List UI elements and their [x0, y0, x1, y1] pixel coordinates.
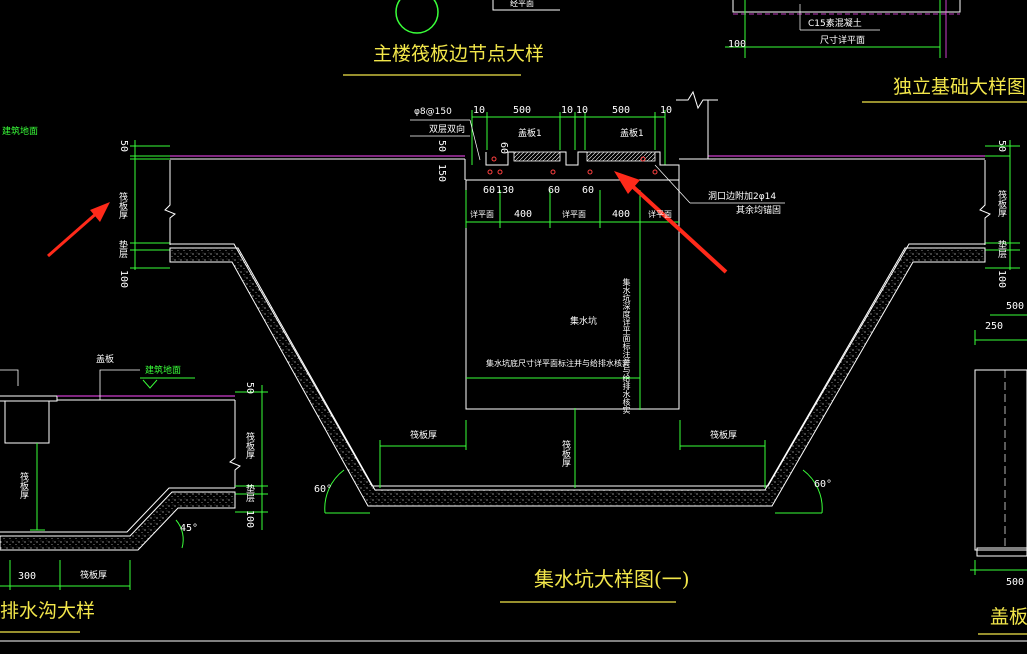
label-pit-wall-b: 详平面 [562, 210, 586, 219]
title-raft-edge-detail: 主楼筏板边节点大样 [373, 43, 545, 65]
cover-plate-left [513, 151, 561, 162]
label-raft-thk-right: 筏板厚 [710, 431, 738, 441]
dim-500-right-top: 500 [1006, 301, 1025, 312]
dim-400-b: 400 [612, 209, 631, 220]
drain-cushion [0, 491, 236, 551]
dim-50-cover: 50 [436, 140, 447, 153]
sump-box [465, 179, 680, 410]
red-arrow-right [614, 171, 728, 274]
label-raft-thk-drain: 筏板厚 [244, 432, 254, 459]
drain-slab-top [0, 395, 58, 402]
label-raft-thk-right-side: 筏板厚 [996, 190, 1006, 217]
title-sump-detail: 集水坑大样图(一) [534, 567, 690, 591]
label-angle-right: 60° [814, 479, 833, 490]
label-angle-left: 60° [314, 484, 333, 495]
label-opening-rebar: 洞口边附加2φ14 [708, 192, 777, 202]
label-raft-thk-left-side: 筏板厚 [117, 192, 127, 219]
label-cover1-left: 盖板1 [518, 129, 542, 139]
label-double-layer: 双层双向 [429, 125, 466, 135]
title-drain-detail: 排水沟大样 [0, 600, 96, 622]
title-cover1: 盖板1 [990, 606, 1027, 628]
footing-outline [732, 0, 961, 13]
label-floor-left: 建筑地面 [2, 127, 39, 137]
cover-plate-right [586, 151, 656, 162]
label-anchor: 其余均锚固 [736, 206, 782, 216]
label-sump-size: 集水坑底尺寸详平面标注并与给排水核实 [486, 359, 630, 368]
label-cushion-right: 垫层 [996, 240, 1006, 258]
dim-60-d: 60 [582, 185, 595, 196]
dim-10-d: 10 [660, 105, 673, 116]
dim-50-right: 50 [996, 140, 1007, 153]
dim-10-a: 10 [473, 105, 486, 116]
dim-250-right: 250 [985, 321, 1004, 332]
dim-60-c: 60 [548, 185, 561, 196]
label-raft-thk-left: 筏板厚 [410, 431, 438, 441]
label-raft-thk-drain-bottom: 筏板厚 [80, 571, 108, 581]
label-raft-thk-bottom: 筏板厚 [560, 440, 570, 467]
title-isolated-footing: 独立基础大样图 [893, 76, 1027, 98]
dim-10-b: 10 [561, 105, 574, 116]
cover1-section [974, 369, 1027, 551]
dim-50-left: 50 [118, 140, 129, 153]
dim-130: 130 [496, 185, 515, 196]
dim-300-drain: 300 [18, 571, 37, 582]
red-arrow-left [47, 202, 110, 258]
dim-100-drain: 100 [244, 510, 255, 529]
label-footing-top: 经平面 [510, 0, 534, 8]
dim-60-a: 60 [483, 185, 496, 196]
label-floor-drain: 建筑地面 [145, 366, 182, 376]
label-c15: C15素混凝土 [808, 19, 862, 29]
dim-100-top: 100 [728, 39, 747, 50]
index-circle [395, 0, 439, 34]
dim-500-a: 500 [513, 105, 532, 116]
label-pit-wall-c: 详平面 [648, 210, 672, 219]
label-rebar: φ8@150 [414, 107, 452, 117]
label-size: 尺寸详平面 [820, 36, 866, 46]
label-raft-thk-drain-side: 筏板厚 [18, 472, 28, 499]
legend-box-top [492, 0, 560, 11]
dim-10-c: 10 [576, 105, 589, 116]
label-angle-drain: 45° [180, 523, 199, 534]
label-plate-drain: 盖板 [96, 355, 115, 365]
label-sump-depth: 集水坑深度详平面标注并与给排水核实 [622, 278, 631, 414]
dim-100-right: 100 [996, 270, 1007, 289]
label-cushion-left: 垫层 [117, 240, 127, 258]
label-cover1-right: 盖板1 [620, 129, 644, 139]
label-sump: 集水坑 [570, 317, 598, 327]
label-pit-wall-a: 详平面 [470, 210, 494, 219]
dim-100-left: 100 [118, 270, 129, 289]
dim-50-drain: 50 [244, 382, 255, 395]
dim-400-a: 400 [514, 209, 533, 220]
dim-60-b: 60 [498, 142, 509, 155]
dim-500-right-bottom: 500 [1006, 577, 1025, 588]
dim-500-b: 500 [612, 105, 631, 116]
label-cushion-drain: 垫层 [244, 484, 254, 502]
dim-150-cover: 150 [436, 164, 447, 183]
sump-cushion [169, 247, 986, 507]
